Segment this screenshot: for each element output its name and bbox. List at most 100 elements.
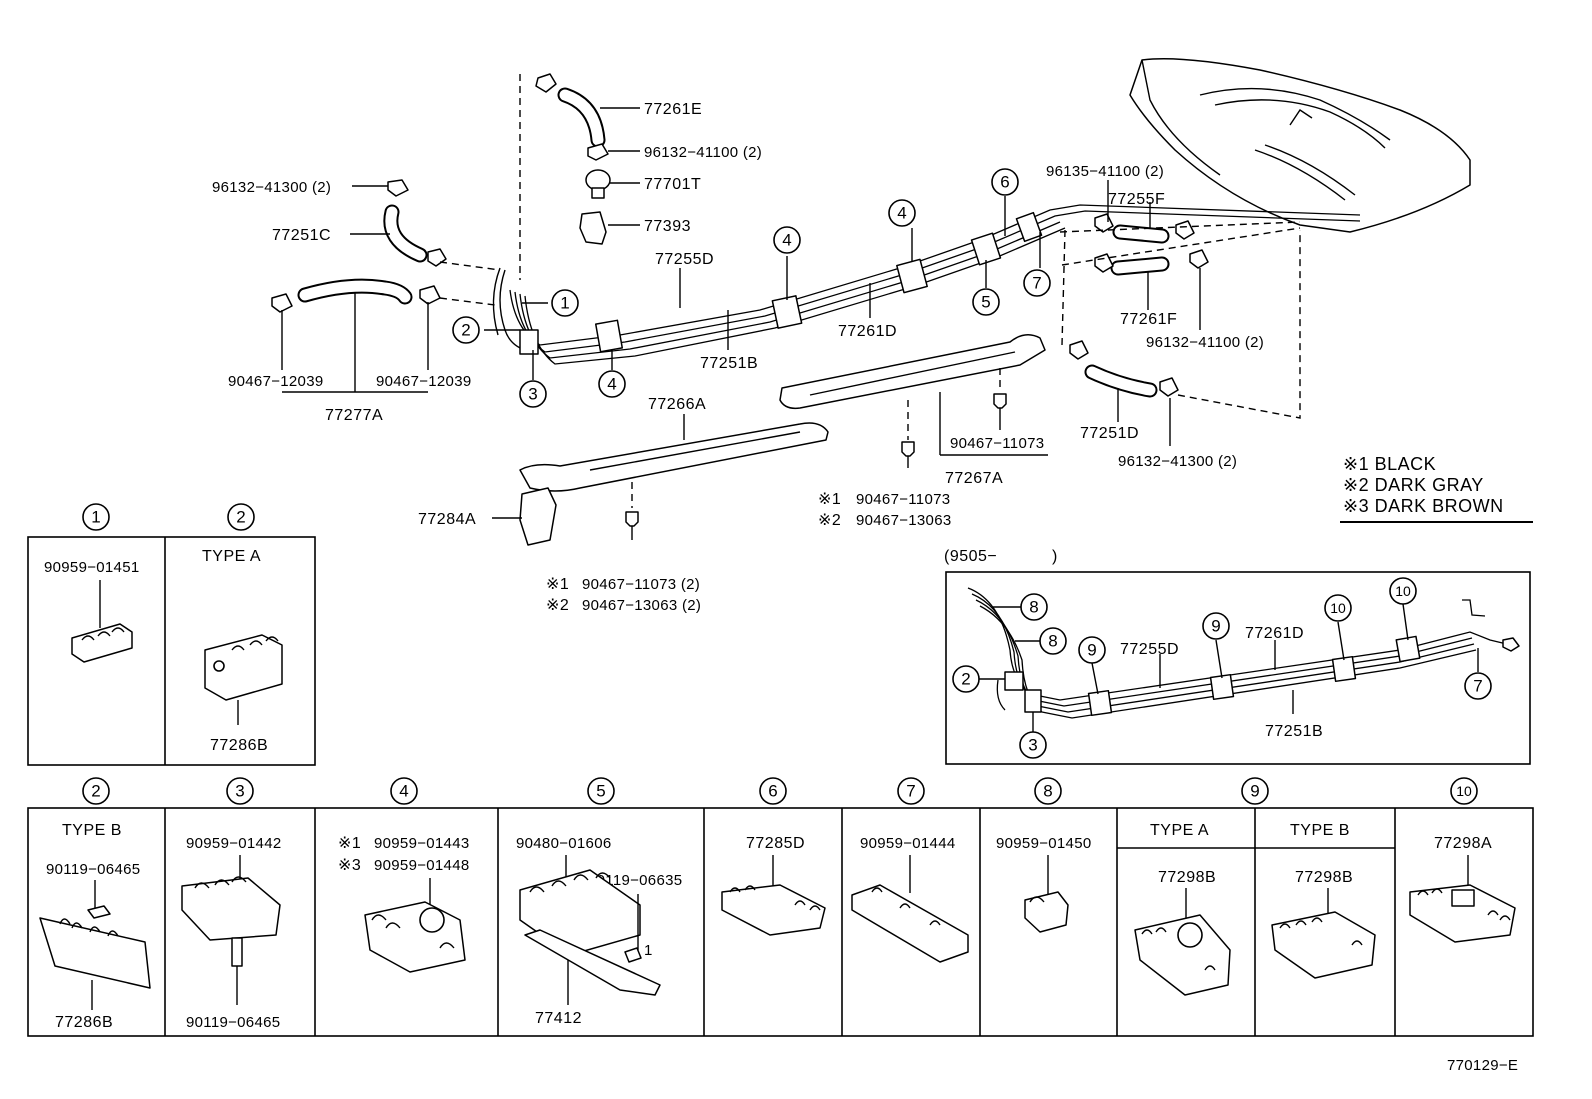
svg-text:7: 7 [1032,274,1041,293]
callout-5: 5 [972,288,1000,316]
mark-2-b: ※2 [546,597,569,614]
box9a-part-number: 77298B [1158,869,1216,886]
bolt-90119-06465 [231,937,243,967]
label-77261D: 77261D [838,323,897,340]
svg-text:8: 8 [1043,782,1052,801]
box9a-type: TYPE A [1150,822,1209,839]
callout-7: 7 [1023,269,1051,297]
svg-text:9: 9 [1087,641,1096,660]
main-callouts: 1 2 3 4 4 4 6 5 7 [452,168,1051,408]
box4-part-3: 90959−01448 [374,857,469,874]
callout-4c: 4 [888,199,916,227]
row2-callout-7: 7 [897,777,925,805]
protector-77267A [779,334,1046,468]
label-77393: 77393 [644,218,691,235]
svg-text:6: 6 [1000,173,1009,192]
box9b-part-number: 77298B [1295,869,1353,886]
svg-text:5: 5 [981,293,990,312]
svg-text:8: 8 [1048,632,1057,651]
detail-box-1-2-frame [27,536,316,766]
inset-label-77255D: 77255D [1120,641,1179,658]
box9b-type: TYPE B [1290,822,1350,839]
svg-text:10: 10 [1456,783,1472,799]
leader-lines [281,107,1201,519]
bracket-77412 [524,929,661,996]
inset-callout-10b: 10 [1389,577,1417,605]
svg-text:1: 1 [91,508,100,527]
row1-callout-2: 2 [227,503,255,531]
box6-part-number: 77285D [746,835,805,852]
label-96132-41300-left: 96132−41300 (2) [212,179,331,196]
inset-callout-8a: 8 [1020,593,1048,621]
svg-text:4: 4 [607,375,616,394]
callout-3: 3 [519,380,547,408]
svg-text:10: 10 [1395,583,1411,599]
callout-4b: 4 [773,226,801,254]
clamp-90959-01443 [364,901,466,973]
inset-callout-9a: 9 [1078,636,1106,664]
label-90467-11073: 90467−11073 [950,435,1044,452]
inset-callout-7: 7 [1464,672,1492,700]
protector-77266A [519,422,829,540]
main-part-labels: 77261E 96132−41100 (2) 77701T 77393 9613… [212,101,1264,614]
svg-text:5: 5 [596,782,605,801]
box2b-type: TYPE B [62,822,122,839]
row2-callout-2: 2 [82,777,110,805]
label-96132-41300-right: 96132−41300 (2) [1118,453,1237,470]
inset-callout-10a: 10 [1324,594,1352,622]
clamp-90480-01606 [519,869,641,956]
label-77251B: 77251B [700,355,758,372]
left-dashed-leaders [439,74,521,306]
label-77266A: 77266A [648,396,706,413]
inset-callout-8b: 8 [1039,627,1067,655]
inset-period-close: ) [1052,548,1058,565]
detail-row-1: 1 2 90959−01451 TYPE A 77286B [27,503,316,766]
clamp-77285D [721,884,826,936]
diagram-code: 770129−E [1447,1057,1518,1074]
svg-text:3: 3 [1028,736,1037,755]
label-clip1-90467-11073-2: 90467−11073 (2) [582,576,700,593]
callout-6: 6 [991,168,1019,196]
clamp-96132-41100-top [587,143,609,161]
hose-77261E [535,73,606,148]
box8-part-number: 90959−01450 [996,835,1091,852]
svg-text:2: 2 [961,670,970,689]
inset-callout-3: 3 [1019,731,1047,759]
svg-text:1: 1 [560,294,569,313]
label-77267A: 77267A [945,470,1003,487]
callout-2: 2 [452,316,480,344]
valve-77701T [585,169,611,199]
box4-part-1: 90959−01443 [374,835,469,852]
legend-black: ※1 BLACK [1343,454,1436,474]
label-96135-41100: 96135−41100 (2) [1046,163,1164,180]
label-77701T: 77701T [644,176,701,193]
svg-text:3: 3 [528,385,537,404]
box2-part-number: 77286B [210,737,268,754]
svg-text:1: 1 [644,942,653,959]
bracket-77393 [579,211,607,245]
box10-part-number: 77298A [1434,835,1492,852]
row2-callout-9: 9 [1241,777,1269,805]
inset-callout-9b: 9 [1202,612,1230,640]
clamp-77298B-type-b [1271,911,1376,979]
detail-row-2-frame [27,807,1534,1037]
label-96132-41100-right: 96132−41100 (2) [1146,334,1264,351]
row2-callout-4: 4 [390,777,418,805]
label-77255D: 77255D [655,251,714,268]
label-96132-41100-top: 96132−41100 (2) [644,144,762,161]
box2-type: TYPE A [202,548,261,565]
box3-part-number: 90959−01442 [186,835,281,852]
svg-text:6: 6 [768,782,777,801]
tube-clamps [519,211,1043,355]
inset-panel: (9505− ) 8 8 2 3 9 9 10 10 7 [944,548,1531,765]
svg-text:9: 9 [1211,617,1220,636]
row2-callout-8: 8 [1034,777,1062,805]
svg-text:8: 8 [1029,598,1038,617]
hose-77251C [383,179,447,267]
box1-part-number: 90959−01451 [44,559,139,576]
label-77284A: 77284A [418,511,476,528]
row1-callout-1: 1 [82,503,110,531]
row2-callout-10: 10 [1450,777,1478,805]
clamp-90959-01450 [1024,891,1069,933]
inset-label-77251B: 77251B [1265,723,1323,740]
